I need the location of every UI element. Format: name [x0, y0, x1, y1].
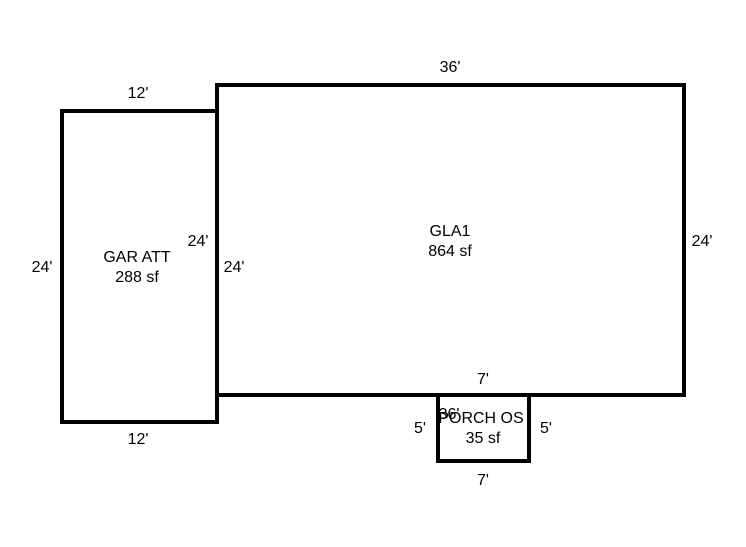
garage-area-label: 288 sf	[115, 269, 159, 286]
gla1-area-label: 864 sf	[428, 243, 472, 260]
garage-top-dimension: 12'	[128, 85, 149, 102]
porch-right-dimension: 5'	[540, 420, 552, 437]
porch-name-label: PORCH OS	[438, 410, 523, 427]
gla1-bottom-dimension: 36'	[439, 406, 460, 423]
gla1-top-dimension: 36'	[440, 59, 461, 76]
porch-bottom-dimension: 7'	[477, 472, 489, 489]
gla1-left-dimension: 24'	[224, 259, 245, 276]
porch-outline	[436, 393, 531, 463]
garage-name-label: GAR ATT	[103, 249, 170, 266]
gla1-name-label: GLA1	[430, 223, 471, 240]
garage-outline	[60, 109, 219, 424]
garage-right-dimension: 24'	[188, 233, 209, 250]
gla1-outline	[215, 83, 686, 397]
porch-left-dimension: 5'	[414, 420, 426, 437]
garage-bottom-dimension: 12'	[128, 431, 149, 448]
gla1-right-dimension: 24'	[692, 233, 713, 250]
porch-top-dimension: 7'	[477, 371, 489, 388]
porch-area-label: 35 sf	[466, 430, 501, 447]
garage-left-dimension: 24'	[32, 259, 53, 276]
